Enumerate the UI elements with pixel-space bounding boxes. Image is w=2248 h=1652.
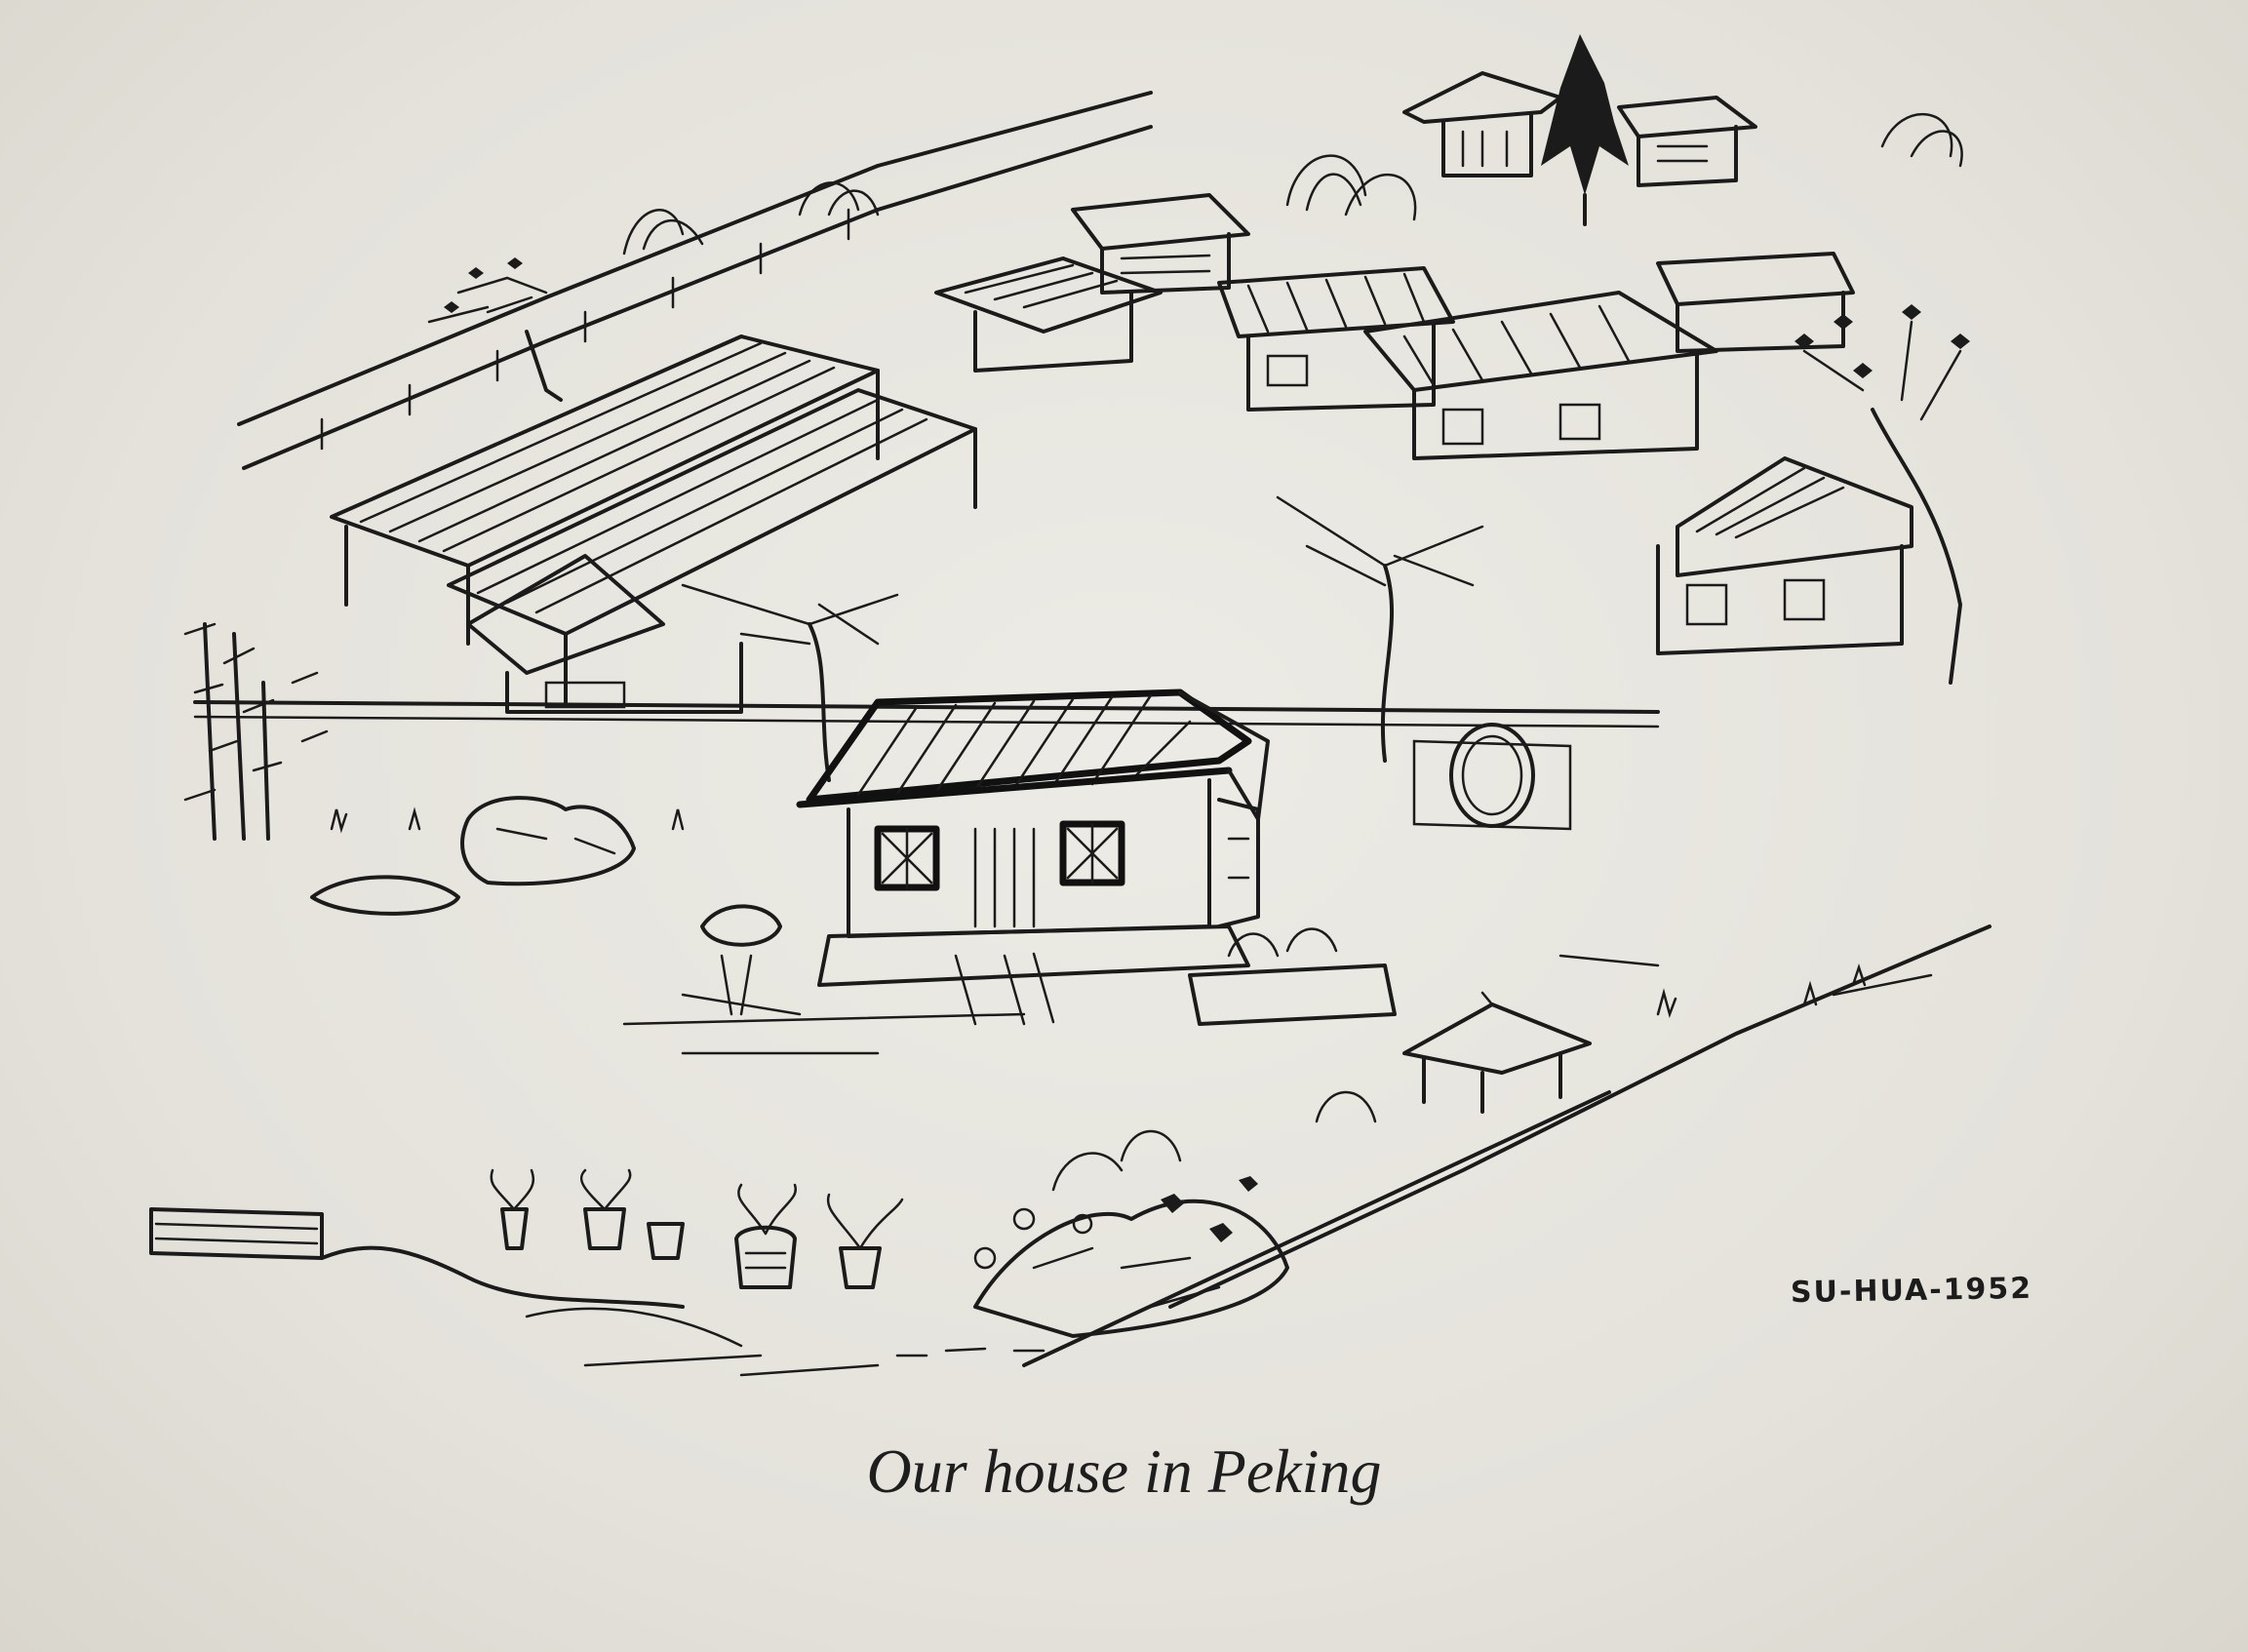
hilltop-pavilions xyxy=(1402,71,1757,187)
foreground-wall xyxy=(149,1207,880,1377)
courtyard-roofs-left xyxy=(330,193,1250,714)
garden-rocks xyxy=(310,796,636,916)
moon-gate xyxy=(1412,723,1572,831)
bamboo-grove xyxy=(183,622,329,841)
pine-tree xyxy=(1541,34,1629,226)
grass-tufts xyxy=(330,806,1867,1357)
flowering-tree-right xyxy=(1794,304,1970,685)
small-pavilion xyxy=(1402,991,1592,1114)
middle-pine xyxy=(681,495,1484,782)
potted-plants xyxy=(490,1168,904,1289)
figure-caption: Our house in Peking xyxy=(866,1436,1382,1506)
courtyard-roofs-right xyxy=(1217,252,1913,655)
foreground-rockery xyxy=(973,1090,1377,1338)
city-wall xyxy=(237,91,1153,470)
flower-beds xyxy=(622,904,1397,1055)
artist-signature: SU-HUA-1952 xyxy=(1790,1271,2033,1311)
background-trees xyxy=(427,112,1963,402)
courtyard-wall xyxy=(193,700,1660,728)
main-house xyxy=(796,688,1270,1026)
